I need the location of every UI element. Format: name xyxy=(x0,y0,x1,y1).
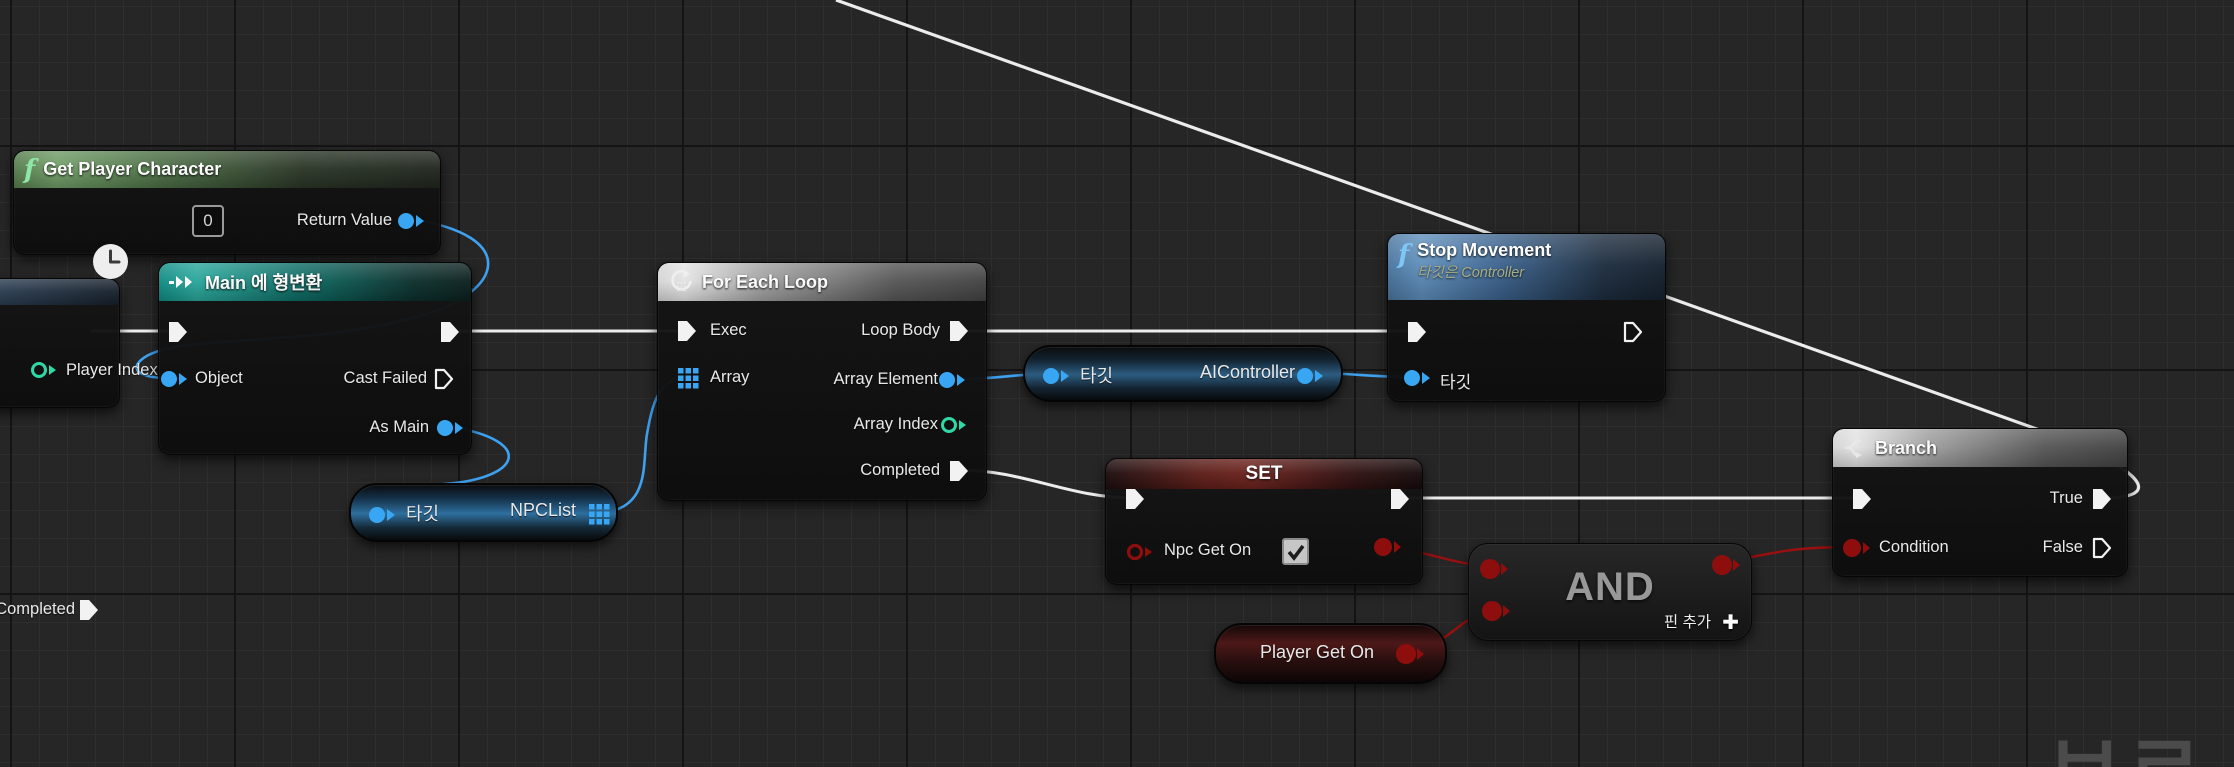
output-pin-as-main[interactable] xyxy=(436,418,464,438)
branch-icon xyxy=(1845,438,1862,458)
exec-out-pin[interactable] xyxy=(437,319,461,345)
exec-out-pin-completed[interactable] xyxy=(76,597,100,623)
input-pin-and-1[interactable] xyxy=(1480,558,1508,580)
exec-out-pin-false[interactable] xyxy=(2089,535,2113,561)
pin-label-completed: Completed xyxy=(860,461,940,479)
and-title: AND xyxy=(1565,564,1655,609)
cast-icon xyxy=(169,276,192,288)
pin-label-target: 타깃 xyxy=(406,504,440,524)
node-get-npc-list[interactable]: 타깃 NPCList xyxy=(349,483,618,542)
pin-label-loop-body: Loop Body xyxy=(861,321,940,339)
input-pin-npc-get-on[interactable] xyxy=(1126,542,1154,562)
add-pin-button[interactable]: ✚ xyxy=(1722,612,1739,634)
node-stop-movement[interactable]: f Stop Movement 타깃은 Controller 타깃 xyxy=(1387,233,1666,402)
node-branch[interactable]: Branch Condition True False xyxy=(1832,428,2128,577)
node-set-npc-get-on[interactable]: SET Npc Get On xyxy=(1105,458,1423,585)
pin-label-exec: Exec xyxy=(710,321,747,339)
set-title: SET xyxy=(1245,463,1283,484)
function-icon: f xyxy=(1398,240,1410,270)
exec-out-pin[interactable] xyxy=(1387,486,1411,512)
gpc-header: f Get Player Character xyxy=(14,151,440,188)
output-pin-player-get-on[interactable] xyxy=(1396,643,1424,665)
branch-header: Branch xyxy=(1833,429,2127,467)
output-pin-and[interactable] xyxy=(1712,554,1740,576)
node-cast-to-main[interactable]: Main 에 형변환 Object Cast Failed As Main xyxy=(158,262,472,455)
pin-label-true: True xyxy=(2049,489,2083,507)
exec-in-pin[interactable] xyxy=(165,319,189,345)
pin-label-array-index: Array Index xyxy=(853,415,938,433)
input-pin-target[interactable] xyxy=(1403,368,1431,388)
foreach-header: For Each Loop xyxy=(658,263,986,301)
exec-in-pin[interactable] xyxy=(1404,319,1428,345)
stop-movement-header: f Stop Movement 타깃은 Controller xyxy=(1388,234,1665,300)
player-index-value-field[interactable]: 0 xyxy=(192,205,224,237)
exec-out-pin-cast-failed[interactable] xyxy=(431,366,455,392)
pin-label-false: False xyxy=(2042,538,2083,556)
loop-icon xyxy=(671,269,692,291)
pin-label-array-element: Array Element xyxy=(833,370,938,388)
function-icon: f xyxy=(24,154,36,185)
output-pin-array-element[interactable] xyxy=(938,370,966,390)
pin-label-npc-get-on: Npc Get On xyxy=(1164,541,1252,559)
pin-label-cast-failed: Cast Failed xyxy=(343,369,427,387)
input-pin-and-2[interactable] xyxy=(1482,600,1510,622)
output-pin-npc-get-on[interactable] xyxy=(1373,537,1401,557)
latent-clock-icon xyxy=(92,243,129,280)
pin-label-target: 타깃 xyxy=(1440,373,1472,392)
pin-label-condition: Condition xyxy=(1879,538,1949,556)
node-get-player-get-on[interactable]: Player Get On xyxy=(1214,623,1447,684)
pin-label-object: Object xyxy=(195,369,243,387)
stop-movement-subtitle: 타깃은 Controller xyxy=(1417,265,1525,281)
delay-header xyxy=(0,279,119,305)
checkmark-icon xyxy=(1287,544,1305,561)
exec-in-pin[interactable] xyxy=(1122,486,1146,512)
pin-label-aicontroller: AIController xyxy=(1199,362,1295,382)
exec-out-pin[interactable] xyxy=(1620,319,1644,345)
cast-title: Main 에 형변환 xyxy=(205,273,323,293)
input-pin-object[interactable] xyxy=(159,369,187,389)
node-for-each-loop[interactable]: For Each Loop Exec Array Loop Body Array… xyxy=(657,262,987,501)
pin-label-completed: Completed xyxy=(0,600,75,618)
add-pin-label: 핀 추가 xyxy=(1663,614,1711,631)
branch-title: Branch xyxy=(1875,437,1938,458)
input-pin-player-index[interactable] xyxy=(30,360,58,380)
exec-out-pin-completed[interactable] xyxy=(946,458,970,484)
player-get-on-label: Player Get On xyxy=(1260,642,1375,662)
output-pin-npclist-array[interactable] xyxy=(589,504,610,525)
pin-label-target: 타깃 xyxy=(1080,366,1114,386)
npc-get-on-checkbox[interactable] xyxy=(1282,538,1309,565)
exec-in-pin[interactable] xyxy=(1849,486,1873,512)
exec-out-pin-true[interactable] xyxy=(2089,486,2113,512)
pin-label-as-main: As Main xyxy=(369,418,429,436)
input-pin-target[interactable] xyxy=(1042,366,1070,386)
output-pin-return-value[interactable] xyxy=(397,211,425,231)
node-and[interactable]: AND 핀 추가 ✚ xyxy=(1468,543,1752,641)
foreach-title: For Each Loop xyxy=(702,271,828,292)
exec-in-pin-exec[interactable] xyxy=(674,318,698,344)
pin-label-array: Array xyxy=(710,368,750,386)
watermark-text: 브로 xyxy=(2048,736,2207,767)
output-pin-aicontroller[interactable] xyxy=(1296,366,1324,386)
gpc-title: Get Player Character xyxy=(43,159,222,179)
pin-label-player-index: Player Index xyxy=(66,361,158,379)
set-header: SET xyxy=(1106,459,1422,489)
stop-movement-title: Stop Movement xyxy=(1417,240,1552,260)
output-pin-array-index[interactable] xyxy=(940,415,968,435)
input-pin-condition[interactable] xyxy=(1842,538,1870,558)
pin-label-return-value: Return Value xyxy=(296,211,392,229)
node-get-player-character[interactable]: f Get Player Character Player Index 0 Re… xyxy=(13,150,441,379)
pin-label-npclist: NPCList xyxy=(509,500,576,520)
input-pin-target[interactable] xyxy=(368,505,396,525)
exec-out-pin-loop-body[interactable] xyxy=(946,318,970,344)
cast-header: Main 에 형변환 xyxy=(159,263,471,301)
node-delay-partial[interactable]: Completed xyxy=(0,278,120,620)
input-pin-array[interactable] xyxy=(678,368,699,389)
node-get-ai-controller[interactable]: 타깃 AIController xyxy=(1023,345,1343,402)
